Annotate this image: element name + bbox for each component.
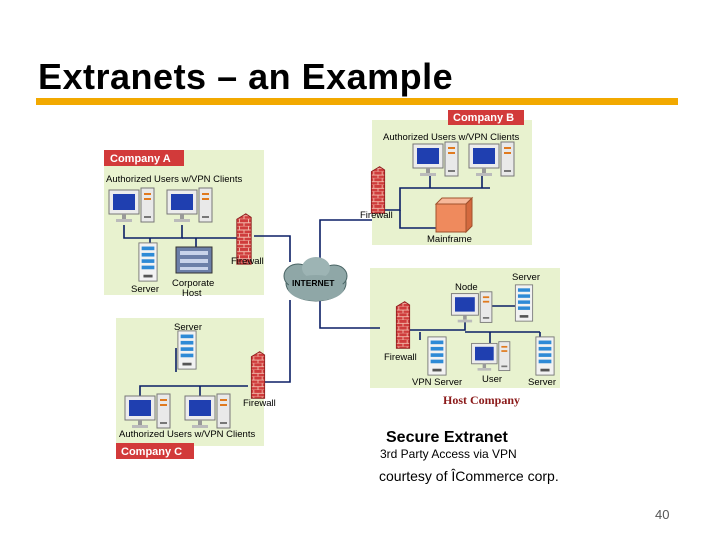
host-vpn-server-label: VPN Server (412, 377, 462, 388)
company-c-server-icon (177, 330, 197, 370)
company-b-mainframe-label: Mainframe (427, 234, 472, 245)
company-c-badge-label: Company C (121, 446, 182, 458)
courtesy-note: courtesy of ÎCommerce corp. (379, 468, 559, 484)
host-vpn-server-icon (427, 336, 447, 376)
internet-label: INTERNET (292, 278, 335, 288)
caption-subtitle: 3rd Party Access via VPN (380, 447, 517, 461)
host-user-label: User (482, 374, 502, 385)
company-a-host-label: Host (182, 288, 202, 299)
company-a-badge-label: Company A (110, 153, 171, 165)
company-a-host-label: Corporate (172, 278, 214, 289)
company-a-corporate-host-icon (175, 246, 213, 274)
company-a-users-label: Authorized Users w/VPN Clients (106, 174, 242, 185)
host-node-label: Node (455, 282, 478, 293)
host-server-label: Server (512, 272, 540, 283)
host-firewall-icon (395, 300, 411, 350)
title-underline (36, 98, 678, 105)
company-b-firewall-label: Firewall (360, 210, 393, 221)
company-c-users-label: Authorized Users w/VPN Clients (119, 429, 255, 440)
company-a-firewall-label: Firewall (231, 256, 264, 267)
company-c-firewall-icon (250, 350, 266, 400)
company-b-users-label: Authorized Users w/VPN Clients (383, 132, 519, 143)
company-a-server-icon (138, 242, 158, 282)
host-server-2-label: Server (528, 377, 556, 388)
company-c-server-label: Server (174, 322, 202, 333)
caption-title: Secure Extranet (386, 429, 508, 446)
company-b-firewall-icon (370, 165, 386, 215)
company-c-badge (116, 443, 194, 459)
host-firewall-label: Firewall (384, 352, 417, 363)
company-a-server-label: Server (131, 284, 159, 295)
company-a-badge (104, 150, 184, 166)
host-server-icon (514, 284, 534, 322)
host-company-label: Host Company (443, 393, 520, 407)
internet-cloud-icon (283, 257, 348, 302)
company-b-badge (448, 110, 524, 125)
host-server-2-icon (535, 336, 555, 376)
company-c-firewall-label: Firewall (243, 398, 276, 409)
mainframe-icon (434, 196, 474, 234)
page-number: 40 (655, 507, 670, 522)
company-b-badge-label: Company B (453, 112, 514, 124)
slide-title: Extranets – an Example (38, 56, 454, 97)
